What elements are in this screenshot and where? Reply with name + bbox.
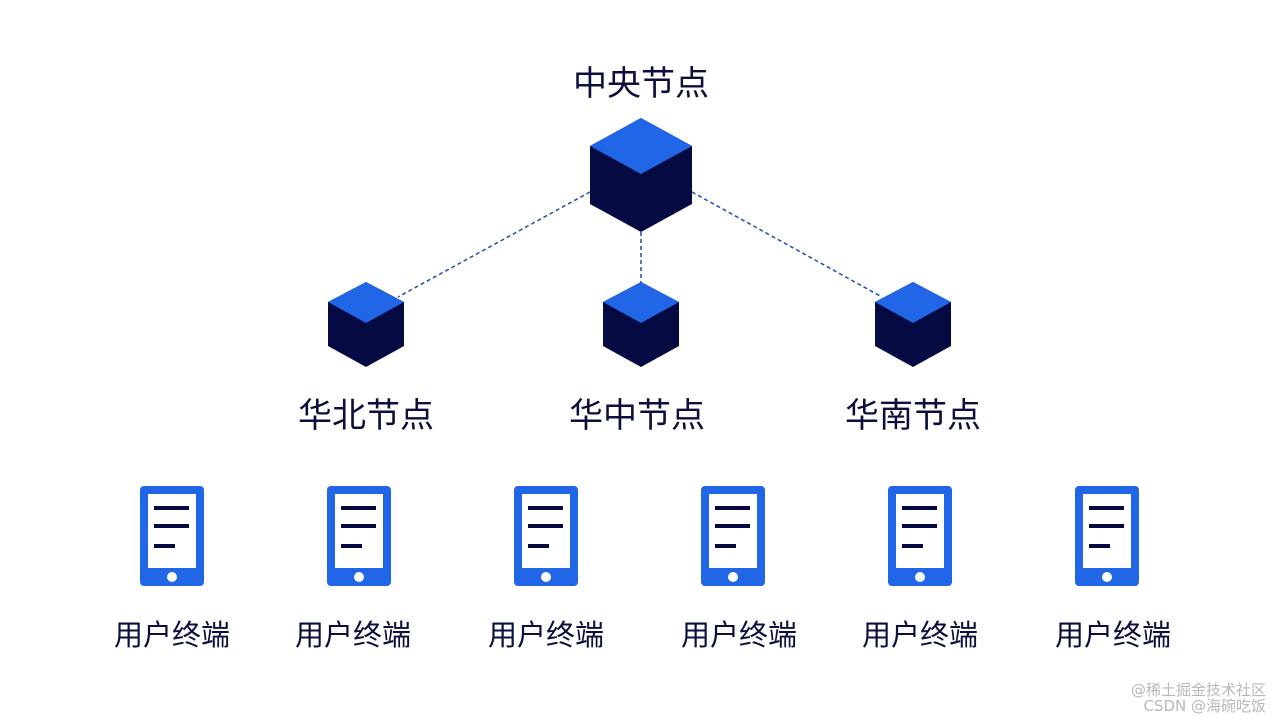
terminal-5-label: 用户终端 bbox=[861, 618, 979, 652]
link-central-to-south bbox=[691, 191, 883, 298]
north-node-label: 华北节点 bbox=[298, 396, 434, 436]
middle-node-label: 华中节点 bbox=[569, 396, 705, 436]
central-node-label: 中央节点 bbox=[573, 64, 709, 104]
south-node-cube-icon bbox=[875, 282, 951, 367]
terminal-6-label: 用户终端 bbox=[1054, 618, 1172, 652]
south-node-label: 华南节点 bbox=[845, 396, 981, 436]
link-central-to-north bbox=[397, 191, 591, 298]
terminal-4-phone-icon bbox=[701, 486, 765, 586]
north-node-cube-icon bbox=[328, 282, 404, 367]
terminal-2-label: 用户终端 bbox=[294, 618, 412, 652]
terminal-3-label: 用户终端 bbox=[487, 618, 605, 652]
terminal-4-label: 用户终端 bbox=[680, 618, 798, 652]
terminal-5-phone-icon bbox=[888, 486, 952, 586]
terminal-1-phone-icon bbox=[140, 486, 204, 586]
middle-node-cube-icon bbox=[603, 282, 679, 367]
terminal-1-label: 用户终端 bbox=[113, 618, 231, 652]
watermark-csdn: CSDN @海碗吃饭 bbox=[1143, 697, 1266, 715]
terminal-6-phone-icon bbox=[1075, 486, 1139, 586]
terminal-3-phone-icon bbox=[514, 486, 578, 586]
central-node-cube-icon bbox=[590, 118, 692, 232]
watermark-juejin: @稀土掘金技术社区 bbox=[1130, 681, 1266, 699]
terminal-2-phone-icon bbox=[327, 486, 391, 586]
